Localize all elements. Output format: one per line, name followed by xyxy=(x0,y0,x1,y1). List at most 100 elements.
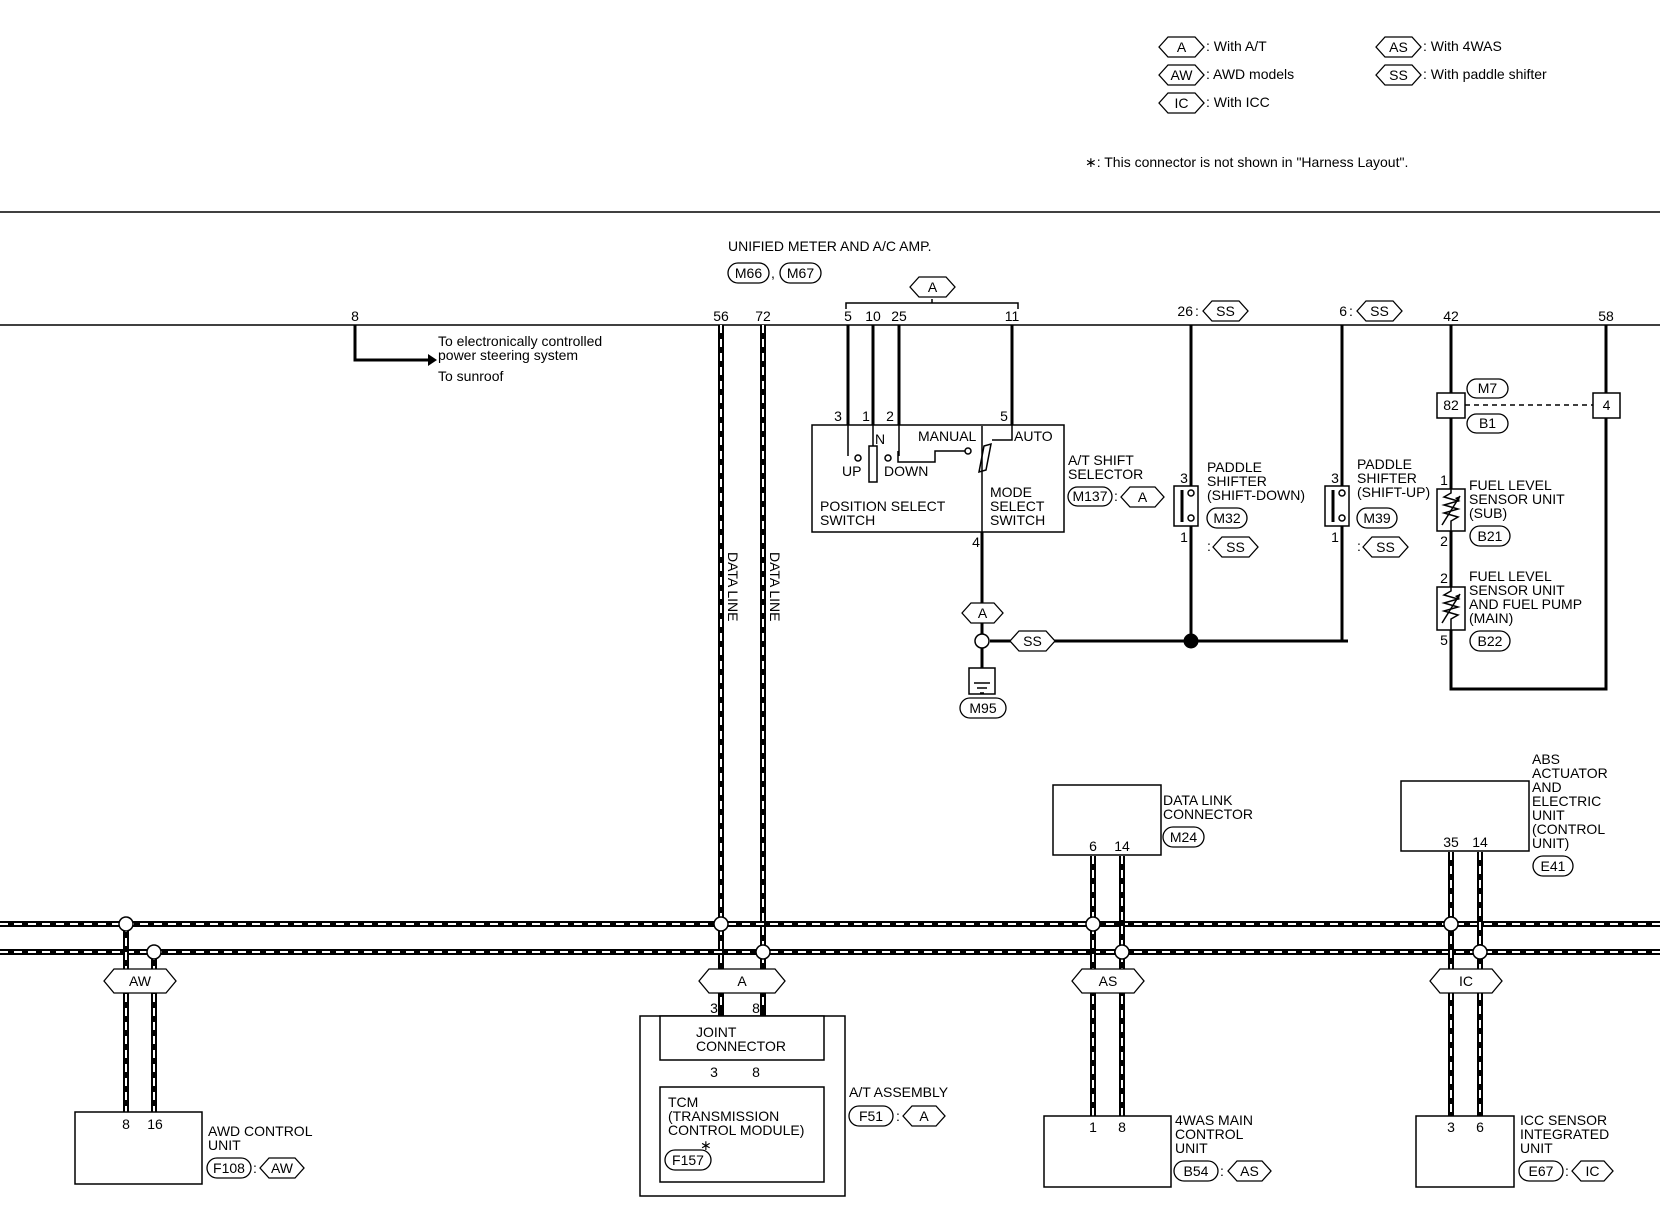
cond-tag-ss: SS xyxy=(1226,539,1245,555)
tcm-box xyxy=(659,1086,825,1183)
at-assembly: 3 8 JOINT CONNECTOR 3 8 TCM (TRANSMISSIO… xyxy=(639,1000,949,1197)
connector-f108: F108 xyxy=(213,1160,245,1176)
pin: 14 xyxy=(1114,838,1130,854)
star-marker: ∗ xyxy=(700,1137,712,1153)
cond-tag-ss: SS xyxy=(1216,303,1235,319)
pin-42: 42 xyxy=(1443,308,1459,324)
branch-pin8: To electronically controlled power steer… xyxy=(353,325,602,384)
pin: 16 xyxy=(147,1116,163,1132)
data-line-label: DATA LINE xyxy=(767,552,783,622)
meter-connector-m66: M66 xyxy=(735,265,762,281)
connector-b22: B22 xyxy=(1478,633,1503,649)
paddle-down-title: (SHIFT-DOWN) xyxy=(1207,487,1305,503)
pin-10: 10 xyxy=(865,308,881,324)
pin: 14 xyxy=(1472,834,1488,850)
legend-item-as: AS : With 4WAS xyxy=(1375,36,1502,58)
label-down: DOWN xyxy=(884,463,928,479)
cond-tag-a: A xyxy=(737,973,747,989)
cond-tag-a: A xyxy=(928,279,938,295)
label-n: N xyxy=(875,431,885,447)
abs-title: AND xyxy=(1532,779,1562,795)
pin-72: 72 xyxy=(755,308,771,324)
colon: : xyxy=(1349,303,1353,319)
legend-item-ss: SS : With paddle shifter xyxy=(1375,64,1547,86)
cond-tag-as: AS xyxy=(1240,1163,1259,1179)
pin: 8 xyxy=(752,1000,760,1016)
abs-title: UNIT xyxy=(1532,807,1565,823)
icc-title: INTEGRATED xyxy=(1520,1126,1609,1142)
pin: 35 xyxy=(1443,834,1459,850)
meter-comma: , xyxy=(771,265,775,281)
paddle-down-title: PADDLE xyxy=(1207,459,1262,475)
pin-58: 58 xyxy=(1598,308,1614,324)
legend-item-a: A : With A/T xyxy=(1158,36,1267,58)
connector-e41: E41 xyxy=(1541,858,1566,874)
fuel-main-title: SENSOR UNIT xyxy=(1469,582,1565,598)
pin-6: 6 xyxy=(1339,303,1347,319)
abs-actuator: 35 14 ABS ACTUATOR AND ELECTRIC UNIT (CO… xyxy=(1400,751,1608,877)
pin: 2 xyxy=(1440,533,1448,549)
abs-title: ACTUATOR xyxy=(1532,765,1608,781)
abs-title: ELECTRIC xyxy=(1532,793,1601,809)
fuel-main-title: AND FUEL PUMP xyxy=(1469,596,1582,612)
abs-title: (CONTROL xyxy=(1532,821,1605,837)
shift-selector-title: A/T SHIFT xyxy=(1068,452,1134,468)
joint-title: CONNECTOR xyxy=(696,1038,786,1054)
cond-tag-ss: SS xyxy=(1376,539,1395,555)
joint-connector xyxy=(659,1015,825,1061)
pin: 5 xyxy=(1440,632,1448,648)
cond-tag-a: A xyxy=(919,1108,929,1124)
paddle-up-title: SHIFTER xyxy=(1357,470,1417,486)
label-auto: AUTO xyxy=(1014,428,1053,444)
pin: 5 xyxy=(1000,408,1008,424)
awd-title: AWD CONTROL xyxy=(208,1123,313,1139)
connector-m32: M32 xyxy=(1213,510,1240,526)
pin-8: 8 xyxy=(351,308,359,324)
data-line-label: DATA LINE xyxy=(725,552,741,622)
legend-item-aw: AW : AWD models xyxy=(1158,64,1294,86)
pin-11: 11 xyxy=(1005,308,1020,324)
connector-b21: B21 xyxy=(1478,528,1503,544)
cond-tag-ic: IC xyxy=(1586,1163,1600,1179)
abs-title: ABS xyxy=(1532,751,1560,767)
dlc-title: CONNECTOR xyxy=(1163,806,1253,822)
dlc-title: DATA LINK xyxy=(1163,792,1233,808)
fuel-main-title: (MAIN) xyxy=(1469,610,1513,626)
pin: 1 xyxy=(1089,1119,1097,1135)
legend: A : With A/T AW : AWD models IC : With I… xyxy=(1085,36,1547,170)
pin: 1 xyxy=(1440,472,1448,488)
branch-text: To electronically controlled xyxy=(438,333,602,349)
legend-text: : With ICC xyxy=(1206,94,1270,110)
fuel-sub-title: (SUB) xyxy=(1469,505,1507,521)
pin: 1 xyxy=(862,408,870,424)
colon: : xyxy=(896,1108,900,1124)
paddle-up-title: (SHIFT-UP) xyxy=(1357,484,1430,500)
cond-tag-ic: IC xyxy=(1459,973,1473,989)
connector-e67: E67 xyxy=(1529,1163,1554,1179)
shift-selector-box xyxy=(811,424,1065,533)
tcm-title: TCM xyxy=(668,1094,698,1110)
legend-code: AS xyxy=(1389,39,1408,55)
legend-code: A xyxy=(1177,39,1187,55)
harness-pin-82: 82 xyxy=(1443,397,1459,413)
pin: 6 xyxy=(1089,838,1097,854)
legend-item-ic: IC : With ICC xyxy=(1158,92,1270,114)
cond-tag-ss: SS xyxy=(1370,303,1389,319)
fuel-sub-title: SENSOR UNIT xyxy=(1469,491,1565,507)
label-position-switch: SWITCH xyxy=(820,512,875,528)
legend-text: : With paddle shifter xyxy=(1423,66,1547,82)
pin: 3 xyxy=(1447,1119,1455,1135)
label-mode-switch: MODE xyxy=(990,484,1032,500)
tcm-title: (TRANSMISSION xyxy=(668,1108,779,1124)
4was-title: UNIT xyxy=(1175,1140,1208,1156)
paddle-shifter-up: 3 1 PADDLE SHIFTER (SHIFT-UP) M39 : SS xyxy=(1324,325,1430,641)
pin: 2 xyxy=(1440,570,1448,586)
label-mode-switch: SELECT xyxy=(990,498,1045,514)
pin: 1 xyxy=(1331,529,1339,545)
legend-text: : With 4WAS xyxy=(1423,38,1502,54)
cond-tag-a: A xyxy=(978,605,988,621)
ground-symbol xyxy=(968,667,996,695)
colon: : xyxy=(253,1160,257,1176)
fuel-main-title: FUEL LEVEL xyxy=(1469,568,1552,584)
